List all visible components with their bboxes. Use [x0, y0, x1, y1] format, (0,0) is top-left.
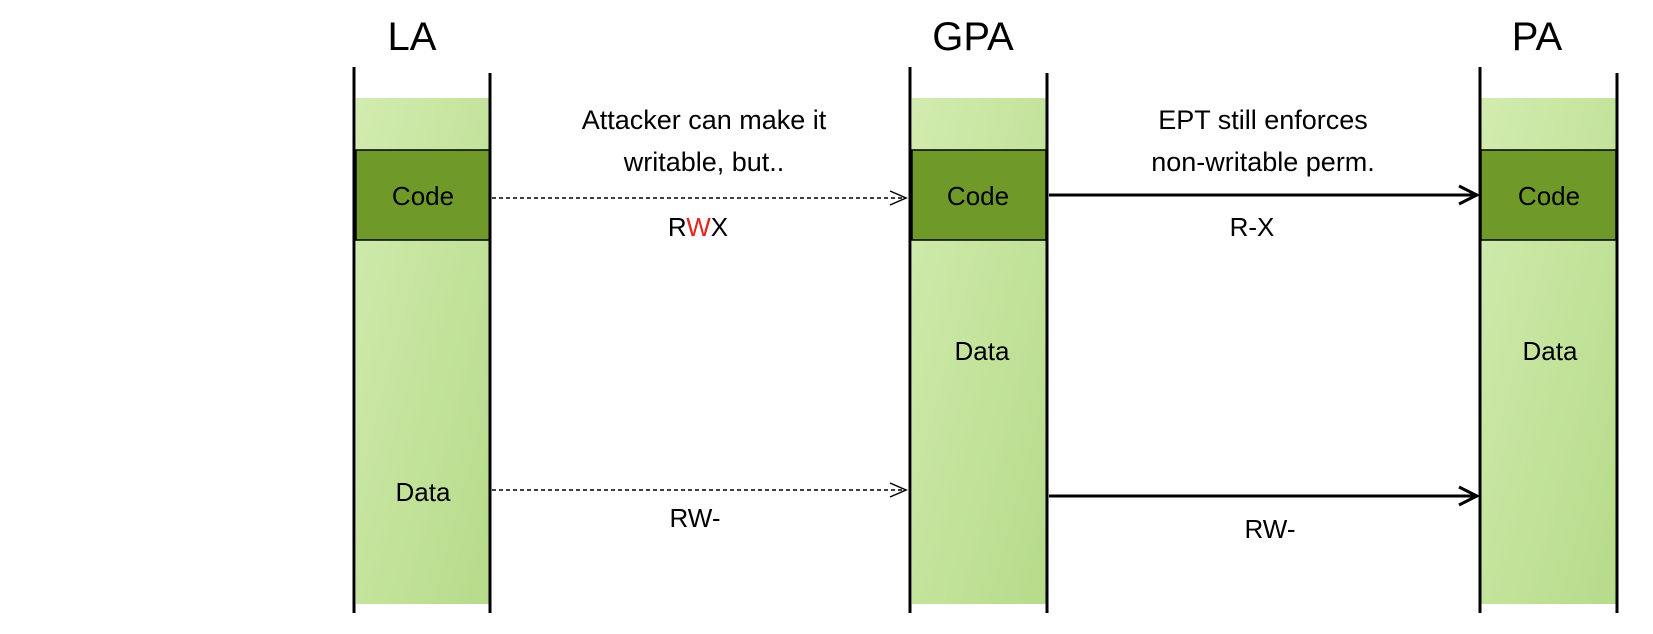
- gpa-to-pa-mapping: EPT still enforces non-writable perm. R-…: [1049, 105, 1477, 544]
- pa-code-label: Code: [1518, 181, 1580, 211]
- gpa-code-label: Code: [947, 181, 1009, 211]
- gpa-pa-code-perm: R-X: [1230, 212, 1275, 242]
- la-gpa-data-perm: RW-: [669, 503, 720, 533]
- gpa-pa-note-line2: non-writable perm.: [1151, 147, 1375, 177]
- perm-x: X: [711, 212, 728, 242]
- gpa-pa-data-perm: RW-: [1244, 514, 1295, 544]
- la-gpa-note-line1: Attacker can make it: [582, 105, 827, 135]
- gpa-title: GPA: [932, 15, 1014, 59]
- gpa-data-label: Data: [955, 336, 1010, 366]
- perm-w-highlight: W: [686, 212, 711, 242]
- la-to-gpa-mapping: Attacker can make it writable, but.. RWX…: [492, 105, 908, 533]
- la-column: LA Code Data: [352, 15, 492, 613]
- pa-title: PA: [1512, 15, 1563, 59]
- perm-r: R: [668, 212, 686, 242]
- la-gpa-note-line2: writable, but..: [623, 147, 785, 177]
- la-gpa-code-perm: RWX: [668, 212, 728, 242]
- gpa-pa-note-line1: EPT still enforces: [1158, 105, 1368, 135]
- la-code-block: [355, 149, 491, 241]
- pa-data-label: Data: [1523, 336, 1578, 366]
- pa-code-block: [1480, 149, 1617, 241]
- pa-column: PA Code Data: [1478, 15, 1619, 613]
- la-code-label: Code: [392, 181, 454, 211]
- gpa-column: GPA Code Data: [908, 15, 1049, 613]
- la-data-label: Data: [396, 477, 451, 507]
- gpa-code-block: [911, 149, 1047, 241]
- la-title: LA: [388, 15, 437, 59]
